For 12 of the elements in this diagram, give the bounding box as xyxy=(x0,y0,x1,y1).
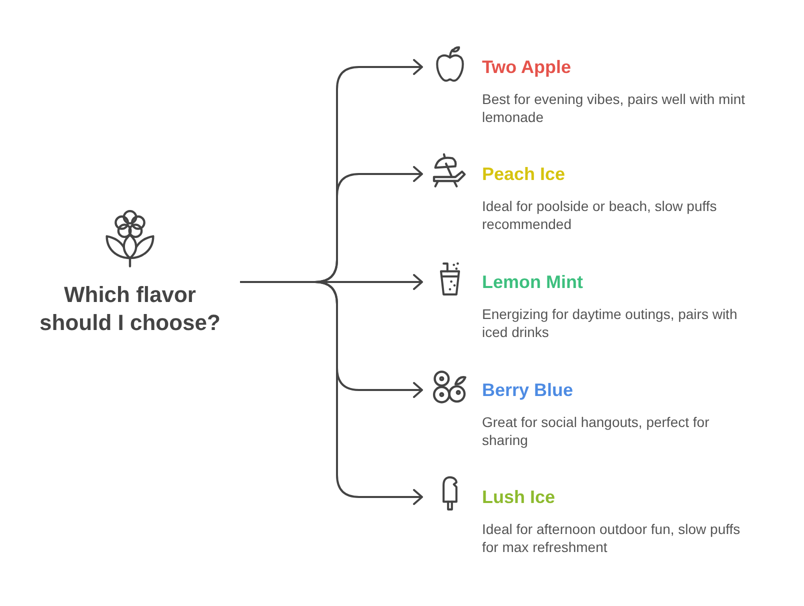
flavor-description: Ideal for afternoon outdoor fun, slow puffs for max refreshment xyxy=(482,520,742,556)
question-heading: Which flavor should I choose? xyxy=(38,281,222,337)
flavor-description: Great for social hangouts, perfect for sharing xyxy=(482,413,710,449)
flavor-description: Ideal for poolside or beach, slow puffs recommended xyxy=(482,197,718,233)
flavor-name: Peach Ice xyxy=(482,163,566,186)
branch-arrow xyxy=(240,281,423,505)
flavor-name: Two Apple xyxy=(482,56,572,79)
flavor-description: Best for evening vibes, pairs well with mint lemonade xyxy=(482,90,746,126)
flavor-description: Energizing for daytime outings, pairs with iced drinks xyxy=(482,305,738,341)
flavor-name: Lemon Mint xyxy=(482,271,584,294)
flavor-name: Lush Ice xyxy=(482,486,556,509)
flavor-name: Berry Blue xyxy=(482,379,574,402)
